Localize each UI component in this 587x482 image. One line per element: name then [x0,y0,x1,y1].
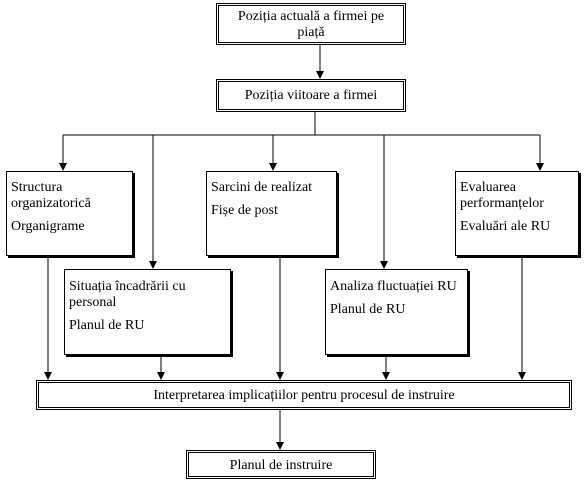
training-plan-label: Planul de instruire [229,458,333,473]
staffing-box: Situația încadrării cu personal Planul d… [64,269,231,355]
training-plan-box: Planul de instruire [186,450,376,479]
evaluation-title: Evaluarea performanțelor [460,180,544,211]
fluctuation-title: Analiza fluctuației RU [330,279,457,294]
interpretation-box: Interpretarea implicațiilor pentru proce… [36,380,572,410]
fluctuation-subtitle: Planul de RU [330,302,406,317]
structure-box: Structura organizatorică Organigrame [6,171,133,256]
future-position-box: Poziția viitoare a firmei [216,79,406,112]
staffing-title: Situația încadrării cu personal [69,279,186,310]
current-position-label: Poziția actuală a firmei pe piață [237,9,385,40]
tasks-subtitle: Fișe de post [211,203,278,218]
evaluation-box: Evaluarea performanțelor Evaluări ale RU [455,171,579,256]
current-position-box: Poziția actuală a firmei pe piață [216,3,406,45]
structure-title: Structura organizatorică [11,180,91,211]
evaluation-subtitle: Evaluări ale RU [460,219,551,234]
future-position-label: Poziția viitoare a firmei [244,88,378,103]
tasks-title: Sarcini de realizat [211,180,313,195]
staffing-subtitle: Planul de RU [69,318,145,333]
interpretation-label: Interpretarea implicațiilor pentru proce… [153,388,455,403]
tasks-box: Sarcini de realizat Fișe de post [206,171,337,256]
structure-subtitle: Organigrame [11,219,85,234]
fluctuation-box: Analiza fluctuației RU Planul de RU [325,269,468,355]
